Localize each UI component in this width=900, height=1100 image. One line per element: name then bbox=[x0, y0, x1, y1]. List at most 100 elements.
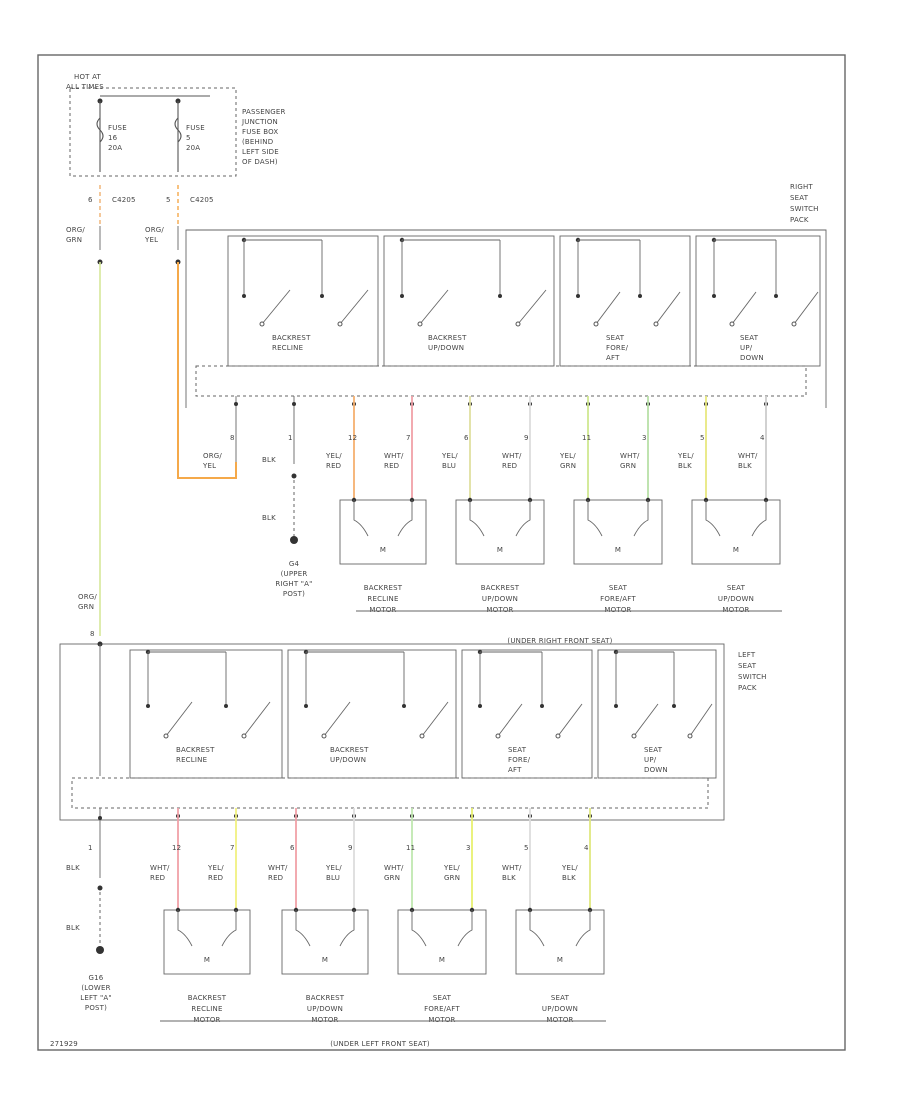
svg-text:UP/DOWN: UP/DOWN bbox=[307, 1005, 343, 1013]
svg-text:UP/: UP/ bbox=[740, 344, 753, 352]
svg-text:PASSENGER: PASSENGER bbox=[242, 108, 286, 116]
svg-text:BACKREST: BACKREST bbox=[188, 994, 227, 1002]
svg-text:LEFT SIDE: LEFT SIDE bbox=[242, 148, 279, 156]
svg-text:3: 3 bbox=[642, 434, 647, 442]
left-switch-seat-updown: SEAT UP/ DOWN bbox=[597, 649, 717, 779]
feed-right-color2: YEL bbox=[144, 236, 158, 244]
diagram-frame bbox=[37, 54, 846, 1051]
svg-text:BLK: BLK bbox=[66, 924, 80, 932]
right-switch-seat-foreaft: SEAT FORE/ AFT bbox=[559, 235, 691, 367]
svg-text:G4: G4 bbox=[289, 560, 300, 568]
svg-text:11: 11 bbox=[582, 434, 591, 442]
feed-left-color2: GRN bbox=[66, 236, 82, 244]
svg-text:LEFT: LEFT bbox=[738, 651, 756, 659]
svg-text:WHT/: WHT/ bbox=[502, 864, 522, 872]
svg-text:RIGHT: RIGHT bbox=[790, 183, 813, 191]
svg-text:SEAT: SEAT bbox=[740, 334, 759, 342]
fuse-16: FUSE 16 20A bbox=[96, 101, 127, 172]
svg-text:WHT/: WHT/ bbox=[268, 864, 288, 872]
svg-text:UP/: UP/ bbox=[644, 756, 657, 764]
right-switch-backrest-updown: BACKREST UP/DOWN bbox=[383, 235, 555, 367]
fuse-16-rating: 20A bbox=[108, 144, 122, 152]
svg-text:C4205: C4205 bbox=[190, 196, 214, 204]
all-times-label: ALL TIMES bbox=[66, 83, 104, 91]
right-ground-location: G4 (UPPER RIGHT "A" POST) bbox=[275, 560, 312, 598]
svg-text:5: 5 bbox=[524, 844, 529, 852]
svg-text:BLK: BLK bbox=[738, 462, 752, 470]
svg-text:OF DASH): OF DASH) bbox=[242, 158, 278, 166]
svg-text:RECLINE: RECLINE bbox=[367, 595, 398, 603]
svg-text:3: 3 bbox=[466, 844, 471, 852]
svg-text:UP/DOWN: UP/DOWN bbox=[482, 595, 518, 603]
svg-text:WHT/: WHT/ bbox=[620, 452, 640, 460]
svg-text:FORE/: FORE/ bbox=[606, 344, 629, 352]
svg-text:MOTOR: MOTOR bbox=[604, 606, 631, 614]
svg-text:POST): POST) bbox=[283, 590, 305, 598]
left-ground-location: G16 (LOWER LEFT "A" POST) bbox=[80, 974, 112, 1012]
left-pack-bus bbox=[71, 777, 709, 809]
svg-text:6: 6 bbox=[464, 434, 469, 442]
svg-text:SEAT: SEAT bbox=[609, 584, 628, 592]
svg-text:M: M bbox=[322, 956, 328, 964]
svg-text:11: 11 bbox=[406, 844, 415, 852]
svg-text:BLK: BLK bbox=[66, 864, 80, 872]
svg-text:GRN: GRN bbox=[560, 462, 576, 470]
svg-text:WHT/: WHT/ bbox=[150, 864, 170, 872]
svg-text:4: 4 bbox=[584, 844, 589, 852]
svg-text:RECLINE: RECLINE bbox=[272, 344, 303, 352]
svg-text:RECLINE: RECLINE bbox=[176, 756, 207, 764]
feed-left-color1: ORG/ bbox=[66, 226, 85, 234]
svg-text:1: 1 bbox=[288, 434, 293, 442]
svg-text:AFT: AFT bbox=[508, 766, 522, 774]
svg-text:M: M bbox=[439, 956, 445, 964]
svg-text:SEAT: SEAT bbox=[727, 584, 746, 592]
svg-text:WHT/: WHT/ bbox=[738, 452, 758, 460]
svg-text:5: 5 bbox=[166, 196, 171, 204]
svg-text:RIGHT "A": RIGHT "A" bbox=[275, 580, 312, 588]
svg-text:FORE/: FORE/ bbox=[508, 756, 531, 764]
left-pack-label: LEFT SEAT SWITCH PACK bbox=[738, 651, 766, 692]
svg-text:POST): POST) bbox=[85, 1004, 107, 1012]
left-under-seat-label: (UNDER LEFT FRONT SEAT) bbox=[330, 1040, 430, 1048]
right-switch-seat-updown: SEAT UP/ DOWN bbox=[695, 235, 821, 367]
svg-text:(LOWER: (LOWER bbox=[81, 984, 110, 992]
left-motors: MBACKRESTRECLINEMOTORMBACKRESTUP/DOWNMOT… bbox=[163, 907, 605, 1024]
svg-text:6: 6 bbox=[88, 196, 93, 204]
fuse-5-rating: 20A bbox=[186, 144, 200, 152]
left-pack-outline bbox=[59, 643, 725, 821]
connector-c4205-pin6: 6 C4205 bbox=[88, 185, 136, 226]
left-switch-seat-foreaft: SEAT FORE/ AFT bbox=[461, 649, 593, 779]
svg-text:LEFT "A": LEFT "A" bbox=[80, 994, 112, 1002]
feed-right-color1: ORG/ bbox=[145, 226, 164, 234]
svg-text:BLK: BLK bbox=[262, 456, 276, 464]
svg-text:YEL/: YEL/ bbox=[441, 452, 458, 460]
svg-text:6: 6 bbox=[290, 844, 295, 852]
svg-text:12: 12 bbox=[348, 434, 357, 442]
svg-text:UP/DOWN: UP/DOWN bbox=[718, 595, 754, 603]
svg-text:9: 9 bbox=[348, 844, 353, 852]
svg-text:UP/DOWN: UP/DOWN bbox=[330, 756, 366, 764]
svg-text:RED: RED bbox=[326, 462, 341, 470]
svg-text:BACKREST: BACKREST bbox=[272, 334, 311, 342]
svg-text:7: 7 bbox=[406, 434, 411, 442]
svg-text:RED: RED bbox=[150, 874, 165, 882]
svg-text:7: 7 bbox=[230, 844, 235, 852]
svg-text:GRN: GRN bbox=[444, 874, 460, 882]
svg-text:M: M bbox=[615, 546, 621, 554]
left-ground-wire: 1 BLK BLK bbox=[66, 808, 104, 954]
svg-text:PACK: PACK bbox=[790, 216, 809, 224]
svg-text:SEAT: SEAT bbox=[508, 746, 527, 754]
right-motor-wires: 12YEL/RED7WHT/RED6YEL/BLU9WHT/RED11YEL/G… bbox=[325, 396, 768, 500]
